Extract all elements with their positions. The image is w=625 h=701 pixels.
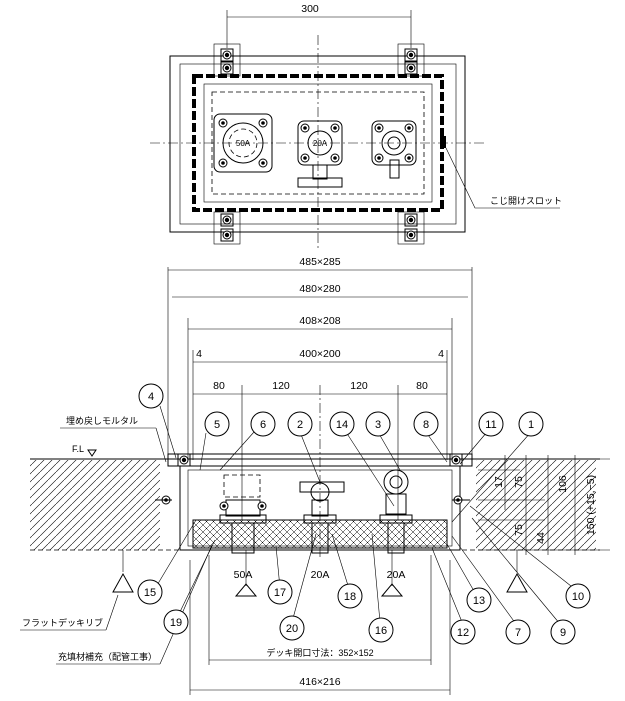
svg-text:10: 10 — [572, 591, 584, 603]
dim-v75a: 75 — [513, 476, 525, 488]
mortar-label: 埋め戻しモルタル — [66, 415, 138, 426]
plan-valve-50a-label: 50A — [236, 139, 251, 148]
section-vertical-dims: 17 75 106 75 44 150 (+15,−5) — [478, 455, 610, 555]
dim-v150: 150 (+15,−5) — [585, 475, 597, 535]
plan-bolts — [213, 43, 425, 245]
svg-text:18: 18 — [344, 591, 356, 603]
callout-18: 18 — [337, 583, 363, 609]
callout-14: 14 — [329, 411, 355, 437]
callout-20: 20 — [279, 615, 305, 641]
dim-v75b: 75 — [513, 524, 525, 536]
dim-416x216: 416×216 — [299, 676, 340, 688]
section-bottom-dims: デッキ開口寸法：352×152 416×216 — [189, 555, 451, 695]
callout-13: 13 — [466, 587, 492, 613]
dim-seg-3: 120 — [350, 380, 368, 392]
plan-valve-right — [371, 120, 417, 179]
dim-deck-opening: デッキ開口寸法：352×152 — [266, 647, 373, 658]
deck-rib-label: フラットデッキリブ — [22, 617, 103, 628]
svg-text:1: 1 — [528, 419, 534, 431]
callout-19: 19 — [163, 609, 189, 635]
plan-valve-50a: 50A — [213, 113, 273, 173]
callout-6: 6 — [250, 411, 276, 437]
section-view: 485×285 480×280 408×208 400×200 4 4 80 1… — [20, 256, 610, 695]
svg-text:11: 11 — [485, 419, 496, 431]
svg-text:3: 3 — [375, 419, 381, 431]
section-valve-20a-mid — [299, 481, 345, 554]
callout-3: 3 — [365, 411, 391, 437]
callout-12: 12 — [450, 619, 476, 645]
callout-15: 15 — [137, 579, 163, 605]
pipe-20a-right-label: 20A — [387, 569, 406, 581]
callout-16: 16 — [368, 617, 394, 643]
dim-seg-4: 80 — [416, 380, 428, 392]
svg-text:17: 17 — [274, 587, 286, 599]
svg-text:8: 8 — [423, 419, 429, 431]
filler-label: 充填材補充（配管工事） — [58, 651, 157, 662]
section-valve-50a — [219, 474, 267, 554]
dim-v106: 106 — [557, 475, 569, 493]
floor-slab — [30, 458, 600, 551]
callout-8: 8 — [413, 411, 439, 437]
svg-text:15: 15 — [144, 587, 156, 599]
svg-text:12: 12 — [457, 627, 469, 639]
callout-9: 9 — [550, 619, 576, 645]
dim-gap-left: 4 — [196, 348, 202, 360]
callout-7: 7 — [505, 619, 531, 645]
plan-valve-20a-label: 20A — [313, 139, 328, 148]
dim-seg-1: 80 — [213, 380, 225, 392]
dim-v17: 17 — [493, 476, 505, 488]
svg-text:16: 16 — [375, 625, 387, 637]
dim-408x208: 408×208 — [299, 315, 340, 327]
section-valve-20a-right — [379, 469, 413, 554]
plan-slot-label: こじ開けスロット — [490, 196, 562, 206]
callout-5: 5 — [204, 411, 230, 437]
callout-2: 2 — [287, 411, 313, 437]
svg-text:2: 2 — [297, 419, 303, 431]
callout-10: 10 — [565, 583, 591, 609]
fl-label: F.L — [72, 444, 84, 454]
svg-text:14: 14 — [336, 419, 348, 431]
svg-text:19: 19 — [170, 617, 182, 629]
plan-width-dim: 300 — [301, 3, 319, 15]
callout-4: 4 — [138, 383, 164, 409]
svg-text:6: 6 — [260, 419, 266, 431]
svg-text:7: 7 — [515, 627, 521, 639]
bubble-leaders — [152, 405, 577, 625]
deck-ribs — [112, 550, 528, 597]
pipe-20a-mid-label: 20A — [311, 569, 330, 581]
dim-480x280: 480×280 — [299, 283, 340, 295]
callout-17: 17 — [267, 579, 293, 605]
dim-485x285: 485×285 — [299, 256, 340, 268]
svg-text:4: 4 — [148, 391, 154, 403]
svg-text:20: 20 — [286, 623, 298, 635]
dim-seg-2: 120 — [272, 380, 290, 392]
dim-v44: 44 — [535, 532, 547, 544]
section-horizontal-dims: 485×285 480×280 408×208 400×200 4 4 80 1… — [167, 256, 473, 560]
svg-text:9: 9 — [560, 627, 566, 639]
dim-gap-right: 4 — [438, 348, 444, 360]
pipe-50a-label: 50A — [234, 569, 253, 581]
callout-11: 11 — [478, 411, 504, 437]
dim-400x200: 400×200 — [299, 348, 340, 360]
plan-valve-20a: 20A — [297, 120, 343, 188]
callout-1: 1 — [518, 411, 544, 437]
callout-bubbles: 1 2 3 4 5 6 7 8 9 10 11 12 13 14 15 16 1… — [137, 383, 591, 645]
plan-view: 300 — [150, 3, 562, 248]
svg-text:5: 5 — [214, 419, 220, 431]
valve-box-body — [155, 453, 473, 551]
svg-text:13: 13 — [473, 595, 485, 607]
